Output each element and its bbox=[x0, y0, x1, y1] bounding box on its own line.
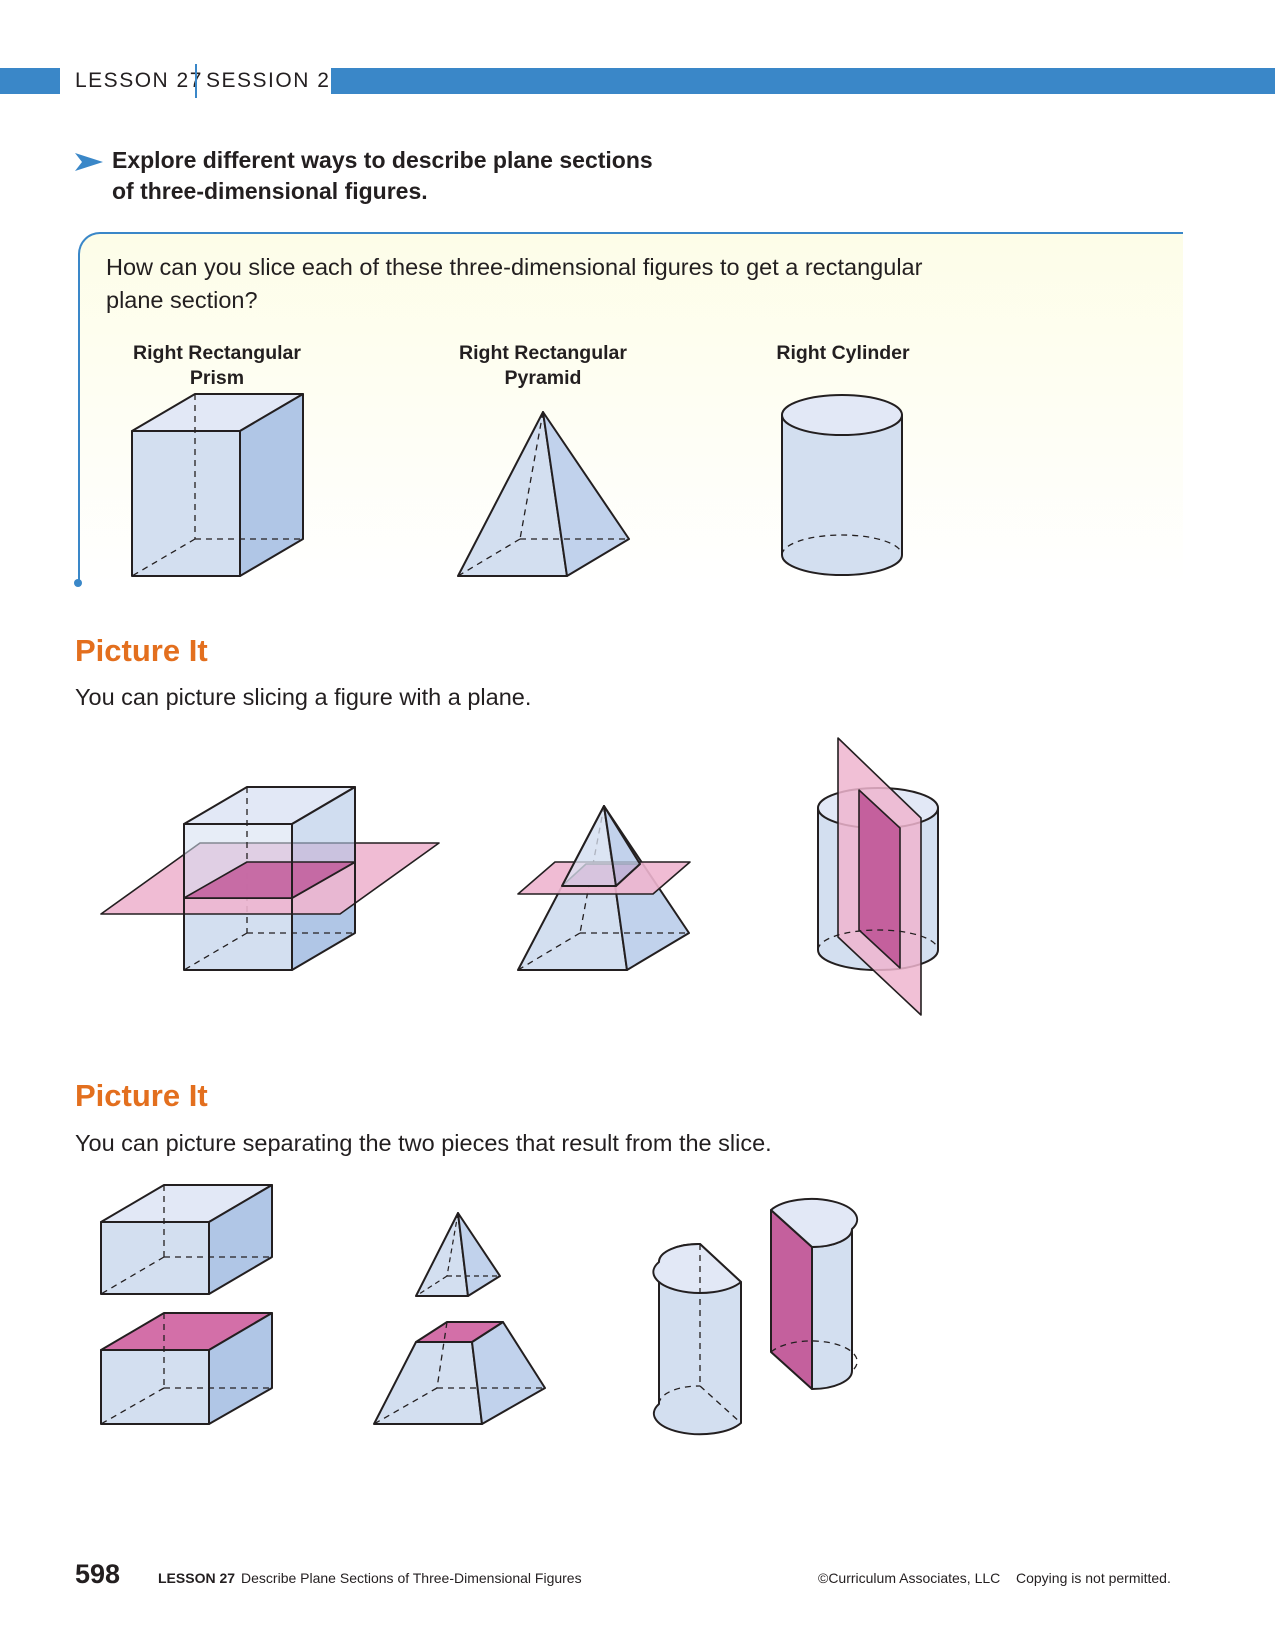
cylinder-figure bbox=[781, 394, 903, 576]
lesson-label: LESSON 27 bbox=[75, 69, 203, 92]
explore-prompt: Explore different ways to describe plane… bbox=[112, 145, 752, 207]
explore-line-1: Explore different ways to describe plane… bbox=[112, 147, 653, 173]
pyramid-figure bbox=[457, 411, 630, 577]
footer-copyright: ©Curriculum Associates, LLC bbox=[818, 1570, 1001, 1586]
picture-it-text-2: You can picture separating the two piece… bbox=[75, 1130, 772, 1156]
cylinder-pieces-figure bbox=[652, 1197, 859, 1436]
footer-notice: Copying is not permitted. bbox=[1016, 1570, 1171, 1586]
figure-label-pyramid-line-1: Right Rectangular bbox=[459, 342, 627, 364]
picture-it-text-1: You can picture slicing a figure with a … bbox=[75, 684, 532, 710]
cylinder-slice-figure bbox=[817, 737, 939, 1016]
figure-label-cylinder-line-1: Right Cylinder bbox=[776, 342, 910, 364]
figure-label-prism-line-2: Prism bbox=[189, 367, 245, 389]
pyramid-pieces-figure bbox=[373, 1212, 546, 1425]
page-number: 598 bbox=[75, 1559, 121, 1589]
question-line-1: How can you slice each of these three-di… bbox=[106, 254, 923, 280]
prism-slice-figure bbox=[100, 786, 440, 971]
picture-it-heading-2: Picture It bbox=[75, 1078, 208, 1113]
session-label: SESSION 2 bbox=[206, 69, 331, 92]
picture-it-heading-1: Picture It bbox=[75, 633, 208, 668]
footer-lesson-label: LESSON 27 bbox=[158, 1570, 236, 1586]
prism-pieces-figure bbox=[100, 1184, 273, 1425]
figure-label-pyramid-line-2: Pyramid bbox=[504, 367, 582, 389]
footer-lesson-title: Describe Plane Sections of Three-Dimensi… bbox=[241, 1570, 582, 1586]
question-text: How can you slice each of these three-di… bbox=[106, 251, 966, 317]
explore-line-2: of three-dimensional figures. bbox=[112, 178, 428, 204]
figure-label-cylinder: Right Cylinder bbox=[738, 341, 948, 366]
header-band-right bbox=[331, 68, 1275, 94]
prism-figure bbox=[131, 393, 304, 577]
arrow-right-icon bbox=[75, 153, 103, 171]
figure-label-prism-line-1: Right Rectangular bbox=[133, 342, 301, 364]
footer-lesson: LESSON 27 Describe Plane Sections of Thre… bbox=[158, 1570, 582, 1586]
pyramid-slice-figure bbox=[517, 805, 691, 971]
header-separator bbox=[195, 64, 197, 98]
figure-label-prism: Right Rectangular Prism bbox=[112, 341, 322, 391]
panel-dot bbox=[74, 579, 82, 587]
figure-label-pyramid: Right Rectangular Pyramid bbox=[438, 341, 648, 391]
question-line-2: plane section? bbox=[106, 287, 258, 313]
header-band-left bbox=[0, 68, 60, 94]
